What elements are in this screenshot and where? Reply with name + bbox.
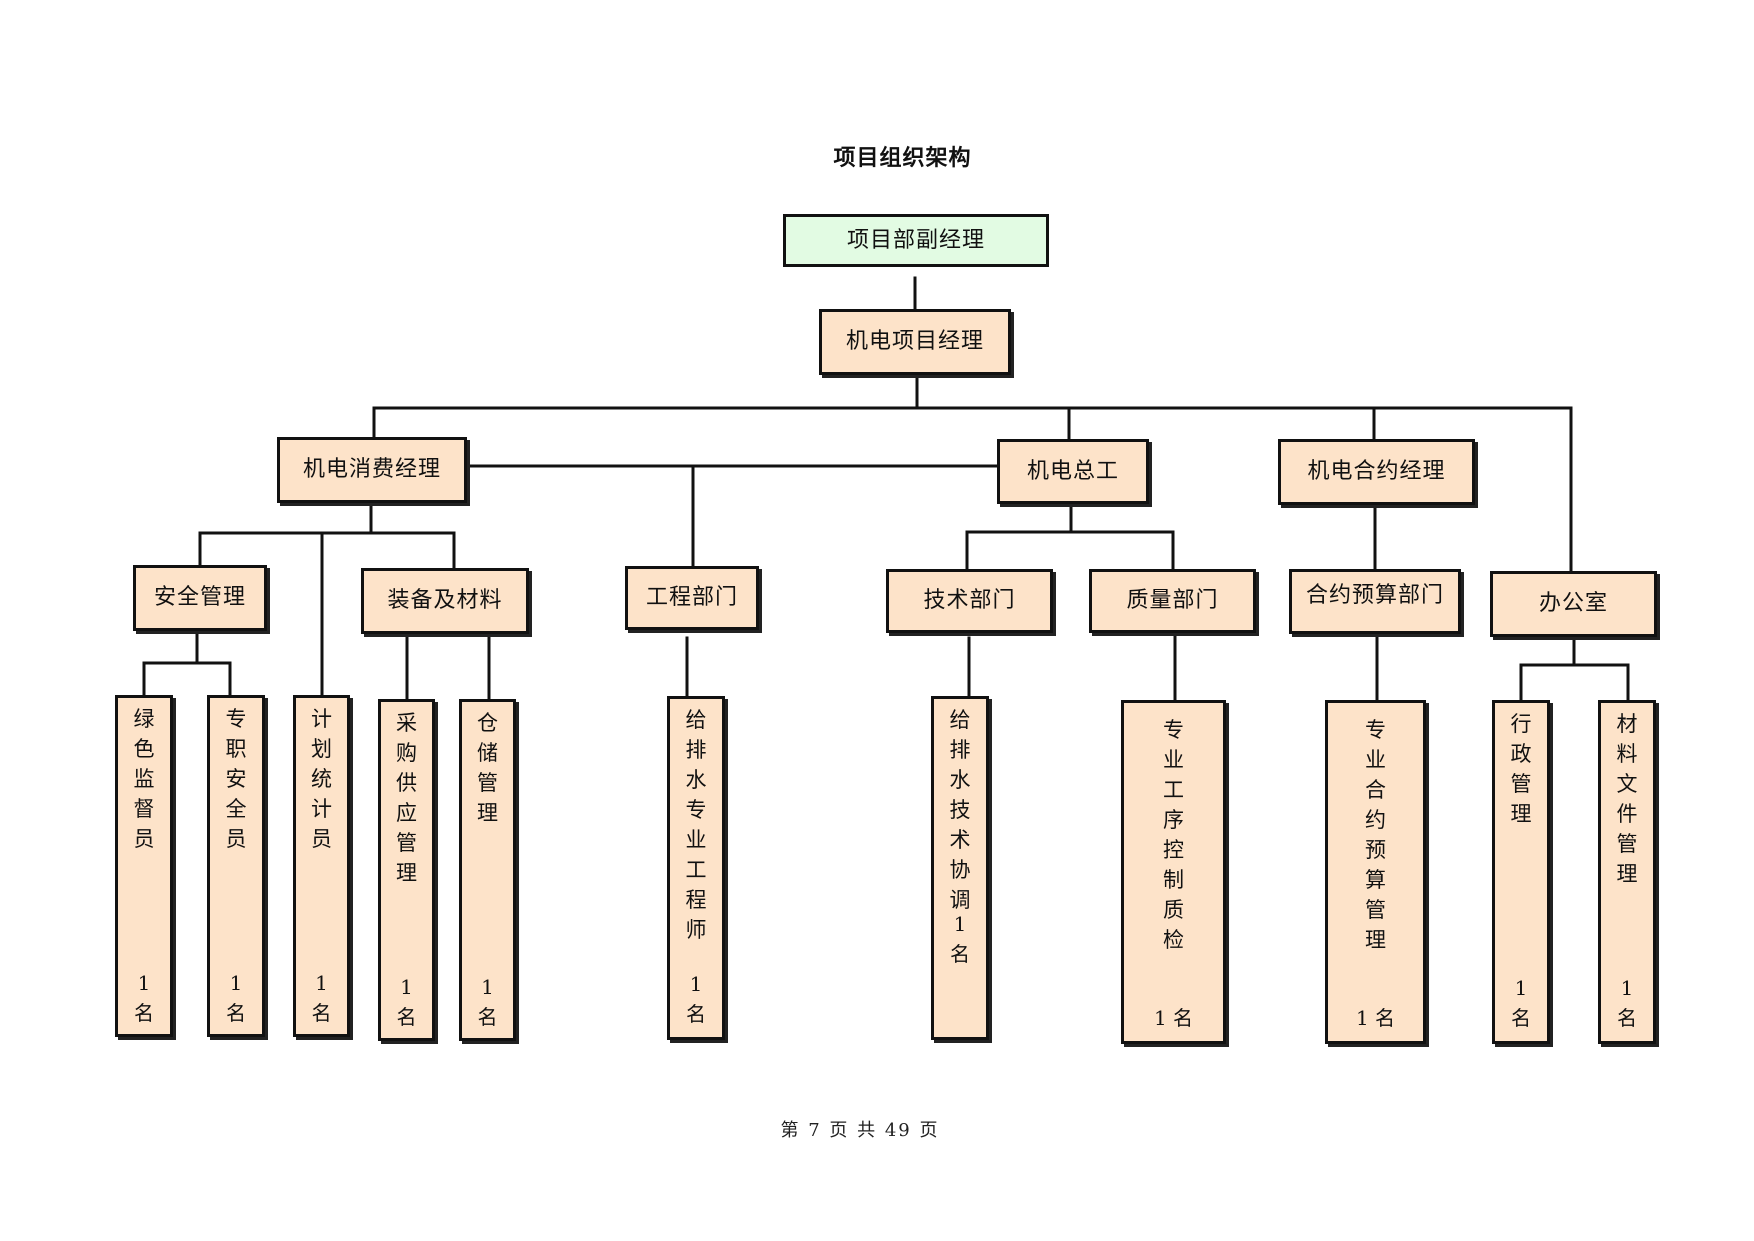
role-budget-mgmt: 专业合约预算管理 1 名 [1325,700,1426,1044]
engineering-dept-label: 工程部门 [645,585,738,611]
role-count: 1名 [477,975,498,1029]
equipment-materials-box: 装备及材料 [361,568,529,634]
contract-manager-box: 机电合约经理 [1278,439,1475,505]
role-procurement-supply: 采购供应管理 1名 [378,699,435,1041]
role-count: 1名 [134,971,154,1025]
role-safety-officer: 专职安全员 1名 [207,695,265,1037]
role-count: 1 名 [1153,1006,1194,1030]
chief-engineer-label: 机电总工 [1026,458,1119,484]
role-label: 专业工序控制质检 [1163,718,1184,952]
role-process-qc: 专业工序控制质检 1 名 [1121,700,1226,1044]
technical-dept-label: 技术部门 [923,588,1016,614]
technical-dept-box: 技术部门 [886,569,1053,633]
safety-mgmt-label: 安全管理 [153,585,246,611]
safety-mgmt-box: 安全管理 [133,565,267,631]
role-count: 1 名 [1355,1006,1396,1030]
deputy-manager-box: 项目部副经理 [783,214,1049,267]
role-plumbing-tech: 给排水技术协调 1名 [931,696,989,1040]
role-document-mgmt: 材料文件管理 1名 [1598,700,1656,1044]
quality-dept-label: 质量部门 [1126,588,1219,614]
role-label: 材料文件管理 [1616,712,1638,886]
deputy-manager-label: 项目部副经理 [846,227,985,253]
consumption-manager-label: 机电消费经理 [302,457,441,483]
role-count: 1名 [1617,976,1637,1030]
role-label: 绿色监督员 [133,707,155,851]
role-plumbing-engineer: 给排水专业工程师 1名 [667,696,725,1040]
office-box: 办公室 [1490,571,1657,637]
role-label: 专业合约预算管理 [1365,718,1386,952]
office-label: 办公室 [1538,591,1608,617]
contract-manager-label: 机电合约经理 [1307,459,1446,485]
role-count: 1名 [686,972,706,1026]
role-label: 专职安全员 [225,707,247,851]
mep-manager-box: 机电项目经理 [819,309,1011,375]
role-count: 1名 [1511,976,1531,1030]
role-admin-mgmt: 行政管理 1名 [1492,700,1550,1044]
role-label: 行政管理 [1510,712,1532,826]
engineering-dept-box: 工程部门 [625,566,759,630]
role-green-supervisor: 绿色监督员 1名 [115,695,173,1037]
consumption-manager-box: 机电消费经理 [277,437,467,503]
role-label: 仓储管理 [477,711,498,825]
role-count: 1名 [396,975,417,1029]
contract-budget-dept-box: 合约预算部门 [1289,569,1461,634]
role-label: 给排水技术协调 [949,708,971,912]
role-count: 1名 [950,912,970,966]
role-planning-statistician: 计划统计员 1名 [293,695,350,1037]
role-label: 给排水专业工程师 [685,708,707,942]
page-number-footer: 第 7 页 共 49 页 [780,1120,940,1141]
quality-dept-box: 质量部门 [1089,569,1256,633]
contract-budget-dept-label: 合约预算部门 [1305,583,1444,608]
chief-engineer-box: 机电总工 [997,439,1149,504]
mep-manager-label: 机电项目经理 [845,329,984,355]
role-label: 采购供应管理 [396,711,417,885]
role-label: 计划统计员 [311,707,332,851]
equipment-materials-label: 装备及材料 [387,588,503,614]
page-title: 项目组织架构 [833,146,972,171]
role-warehouse-mgmt: 仓储管理 1名 [459,699,516,1041]
role-count: 1名 [311,971,332,1025]
role-count: 1名 [226,971,246,1025]
